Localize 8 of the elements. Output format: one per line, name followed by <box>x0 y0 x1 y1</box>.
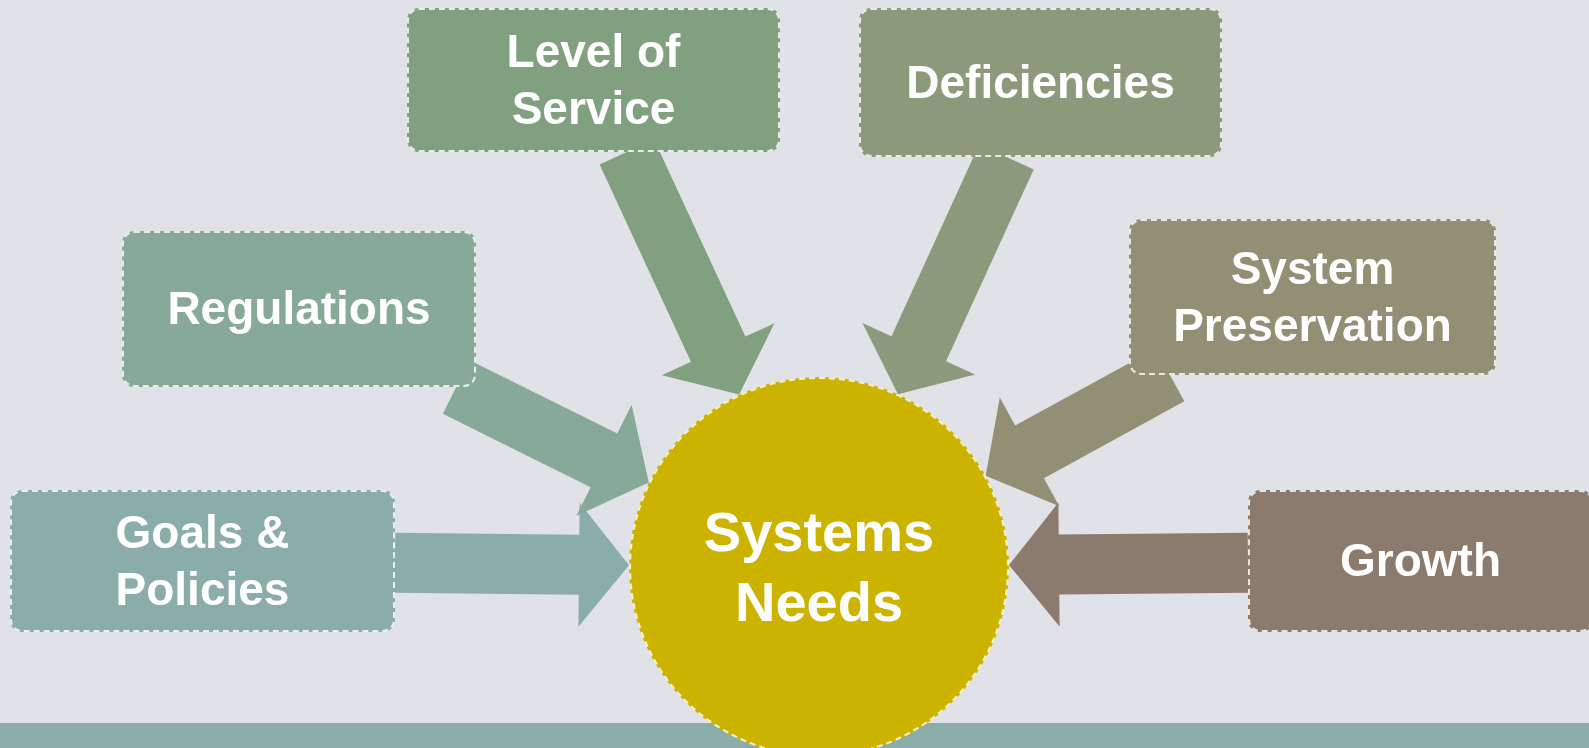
factor-box: Level of Service <box>407 8 780 152</box>
factor-box: Goals & Policies <box>10 490 395 632</box>
block-arrow <box>1009 502 1249 627</box>
factor-box: System Preservation <box>1129 219 1496 375</box>
factor-box: Deficiencies <box>859 8 1222 157</box>
factor-box: Regulations <box>122 231 476 387</box>
block-arrow <box>394 502 629 627</box>
factor-box: Growth <box>1248 490 1589 632</box>
